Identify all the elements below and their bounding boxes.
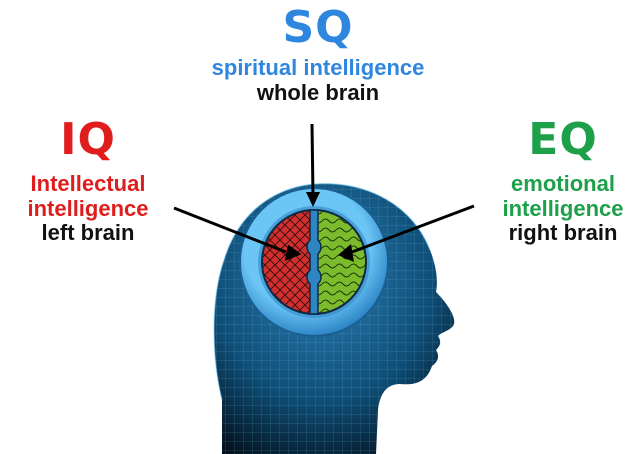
- arrows: [173, 123, 475, 262]
- eq-brain-region: right brain: [508, 220, 618, 246]
- eq-abbreviation: EQ: [528, 114, 598, 165]
- iq-label-group: IQ Intellectual intelligence left brain: [0, 118, 176, 246]
- arrow-sq: [310, 123, 315, 197]
- brain-divider: [306, 209, 322, 315]
- sq-abbreviation: SQ: [282, 2, 354, 53]
- arrow-eq: [351, 204, 475, 254]
- iq-description-line1: Intellectual: [30, 171, 146, 196]
- iq-brain-region: left brain: [41, 220, 135, 246]
- iq-description-line2: intelligence: [27, 195, 149, 221]
- eq-description-line2: intelligence: [502, 195, 624, 221]
- sq-description: spiritual intelligence: [211, 55, 425, 80]
- sq-brain-region: whole brain: [256, 79, 380, 105]
- eq-label-group: EQ emotional intelligence right brain: [490, 118, 636, 246]
- sq-label-group: SQ spiritual intelligence whole brain: [168, 6, 468, 105]
- arrow-iq: [173, 206, 287, 254]
- iq-abbreviation: IQ: [60, 114, 116, 165]
- eq-description-line1: emotional: [511, 171, 615, 196]
